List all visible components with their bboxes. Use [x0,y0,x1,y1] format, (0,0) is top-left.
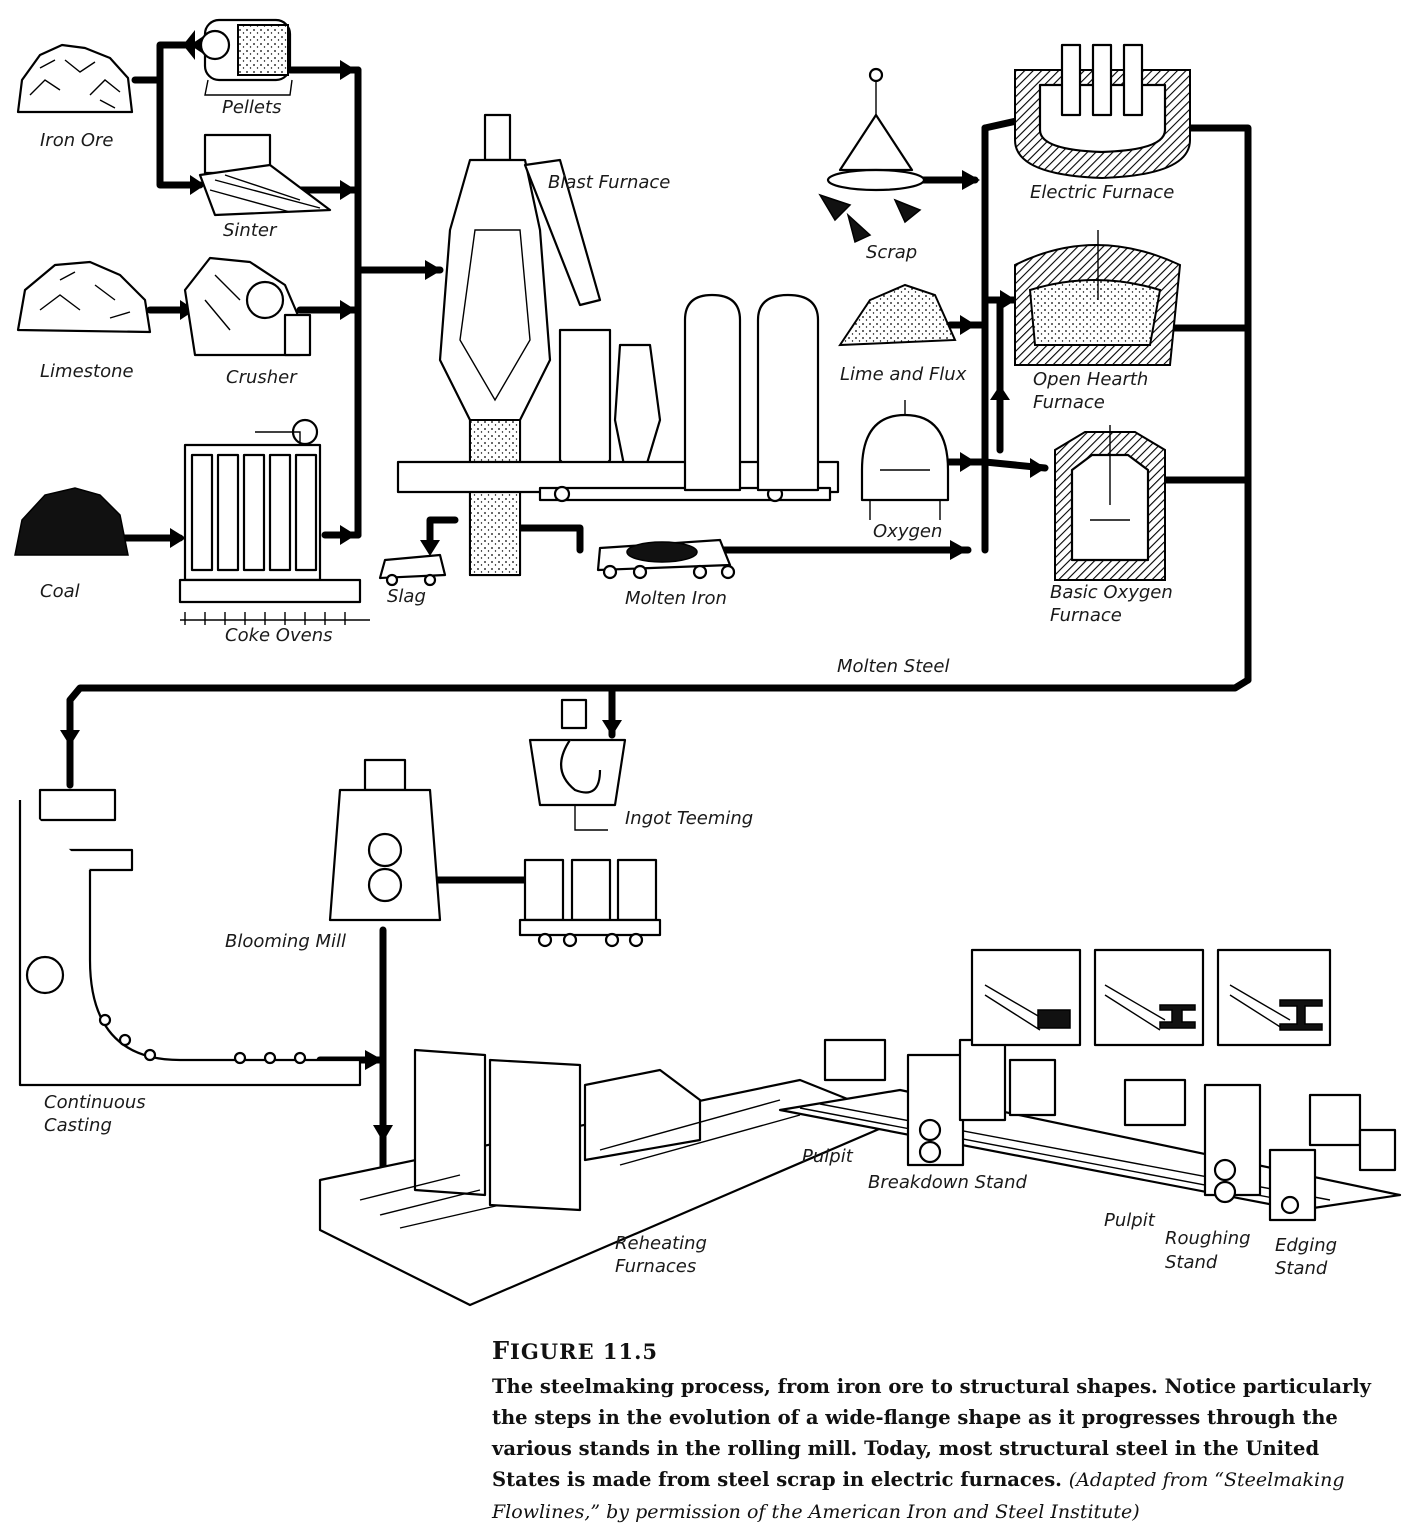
label-pulpit-1: Pulpit [802,1146,854,1167]
hot-blast-stoves-drawing [683,293,820,492]
label-edging-stand-line1: Edging [1275,1235,1337,1256]
label-edging-stand-line2: Stand [1275,1258,1328,1279]
molten-iron-car-drawing [596,538,736,580]
label-iron-ore: Iron Ore [40,130,114,151]
label-reheating-furnaces-line1: Reheating [615,1233,707,1254]
oxygen-plant-drawing [860,400,950,520]
flow-lines [66,41,1252,1189]
basic-oxygen-furnace-drawing [1054,425,1166,581]
lime-and-flux-pile-drawing [838,283,957,347]
reheating-furnaces-drawing [318,1048,902,1307]
pellet-mill-drawing [199,18,293,96]
slag-car-drawing [378,553,447,587]
crusher-drawing [183,256,312,357]
blast-furnace-drawing [396,113,840,577]
label-sinter: Sinter [223,220,278,241]
label-continuous-casting-line1: Continuous [44,1092,146,1113]
label-blooming-mill: Blooming Mill [225,931,346,952]
label-open-hearth-line2: Furnace [1033,392,1105,413]
label-crusher: Crusher [226,367,298,388]
label-electric-furnace: Electric Furnace [1030,182,1174,203]
diagram-labels: Iron Ore Pellets Sinter Limestone Crushe… [40,97,1337,1279]
label-molten-steel: Molten Steel [837,656,949,677]
label-ingot-teeming: Ingot Teeming [625,808,753,829]
electric-furnace-drawing [1014,43,1191,180]
label-lime-and-flux: Lime and Flux [840,364,967,385]
label-roughing-stand-line1: Roughing [1165,1228,1251,1249]
caption-credit: (Adapted from “Steelmaking Flowlines,” b… [492,1469,1345,1523]
label-pulpit-2: Pulpit [1104,1210,1156,1231]
label-slag: Slag [387,586,426,607]
scrap-magnet-drawing [818,67,926,244]
coke-ovens-drawing [178,418,370,625]
label-blast-furnace: Blast Furnace [548,172,670,193]
label-breakdown-stand: Breakdown Stand [868,1172,1027,1193]
continuous-caster-drawing [18,788,362,1087]
steelmaking-flow-diagram: Iron Ore Pellets Sinter Limestone Crushe… [14,18,1402,1307]
label-reheating-furnaces-line2: Furnaces [615,1256,696,1277]
open-hearth-furnace-drawing [1014,230,1182,366]
label-oxygen: Oxygen [873,521,942,542]
ingot-teeming-ladle-drawing [528,698,627,831]
label-limestone: Limestone [40,361,134,382]
label-scrap: Scrap [866,242,917,263]
label-coal: Coal [40,581,80,602]
figure-caption: FIGURE 11.5 The steelmaking process, fro… [492,1336,1392,1528]
figure-number: FIGURE 11.5 [492,1336,659,1365]
label-open-hearth-line1: Open Hearth [1033,369,1148,390]
sinter-plant-drawing [198,133,332,217]
label-continuous-casting-line2: Casting [44,1115,112,1136]
label-basic-oxygen-line2: Furnace [1050,605,1122,626]
caption-text: The steelmaking process, from iron ore t… [492,1371,1392,1528]
limestone-pile-drawing [16,260,152,334]
label-molten-iron: Molten Iron [625,588,727,609]
coal-pile-drawing [14,487,129,556]
label-roughing-stand-line2: Stand [1165,1252,1218,1273]
flange-shape-panels [970,948,1332,1047]
blooming-mill-drawing [328,758,442,922]
flow-arrows [60,30,1046,1142]
rolling-mill-drawing [778,1038,1402,1222]
label-coke-ovens: Coke Ovens [225,625,332,646]
caption-description: The steelmaking process, from iron ore t… [492,1375,1371,1491]
label-basic-oxygen-line1: Basic Oxygen [1050,582,1173,603]
ingot-molds-railcar-drawing [518,858,662,948]
label-pellets: Pellets [222,97,281,118]
iron-ore-pile-drawing [16,43,134,114]
